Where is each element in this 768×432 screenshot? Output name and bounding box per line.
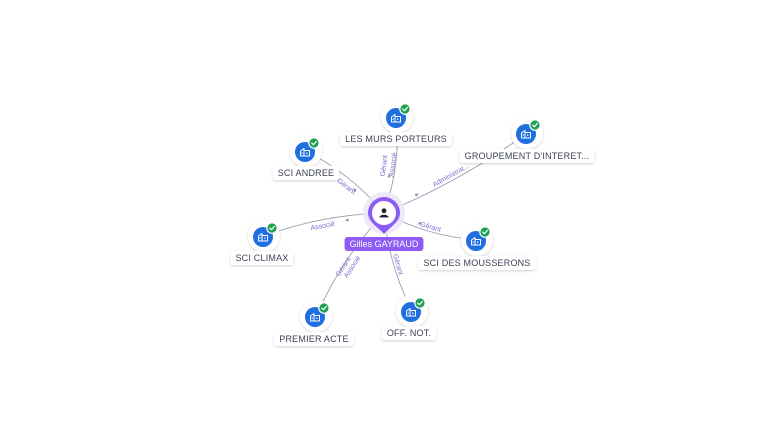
building-icon <box>406 308 416 317</box>
company-node-premier[interactable]: PREMIER ACTE <box>274 300 354 346</box>
edge-arrow-groupement <box>414 193 419 197</box>
edge-label-andree: Gérant <box>335 177 356 196</box>
edge-label-climax: Associé <box>310 221 335 233</box>
nodes-layer: LES MURS PORTEURS GROUPEMENT D'INTERET...… <box>230 101 595 346</box>
center-label-pill <box>344 237 424 251</box>
edge-label-groupement: Administrat... <box>432 163 471 189</box>
company-label-pill <box>340 132 452 146</box>
building-icon <box>258 233 268 242</box>
company-label-pill <box>274 332 354 346</box>
center-person-node[interactable]: Gilles GAYRAUD <box>344 192 424 251</box>
company-label: SCI CLIMAX <box>235 253 288 263</box>
company-label-pill <box>272 166 340 180</box>
check-badge-icon <box>318 302 330 314</box>
person-icon <box>379 208 389 218</box>
edge-label-murs: Associé <box>388 152 398 177</box>
building-icon <box>300 148 310 157</box>
edge-arrow-climax <box>344 218 349 222</box>
company-label: OFF. NOT. <box>387 328 431 338</box>
edge-label-murs: Gérant <box>380 155 390 177</box>
company-node-mousserons[interactable]: SCI DES MOUSSERONS <box>418 224 536 270</box>
company-node-andree[interactable]: SCI ANDREE <box>272 135 340 180</box>
company-label: SCI DES MOUSSERONS <box>423 258 530 268</box>
check-badge-icon <box>266 222 278 234</box>
company-label: SCI ANDREE <box>278 168 335 178</box>
check-badge-icon <box>529 119 541 131</box>
check-badge-icon <box>399 103 411 115</box>
building-icon <box>521 130 531 139</box>
building-icon <box>391 114 401 123</box>
company-node-offnot[interactable]: OFF. NOT. <box>381 295 437 340</box>
edge-arrow-murs <box>387 173 391 178</box>
center-person-name: Gilles GAYRAUD <box>350 239 419 249</box>
edge-label-offnot: Gérant <box>391 253 404 276</box>
company-label: GROUPEMENT D'INTERET... <box>465 151 590 161</box>
check-badge-icon <box>479 226 491 238</box>
company-node-murs[interactable]: LES MURS PORTEURS <box>340 101 452 146</box>
edge-arrow-andree <box>352 188 357 192</box>
edge-arrow-mousserons <box>418 221 423 225</box>
check-badge-icon <box>308 137 320 149</box>
check-badge-icon <box>414 297 426 309</box>
building-icon <box>310 313 320 322</box>
company-label-pill <box>418 256 536 270</box>
company-label-pill <box>459 149 595 163</box>
company-node-climax[interactable]: SCI CLIMAX <box>230 220 294 265</box>
building-icon <box>471 237 481 246</box>
company-label: PREMIER ACTE <box>279 334 348 344</box>
company-label-pill <box>230 251 294 265</box>
company-label: LES MURS PORTEURS <box>345 134 447 144</box>
company-node-groupement[interactable]: GROUPEMENT D'INTERET... <box>459 117 595 163</box>
company-label-pill <box>381 326 437 340</box>
